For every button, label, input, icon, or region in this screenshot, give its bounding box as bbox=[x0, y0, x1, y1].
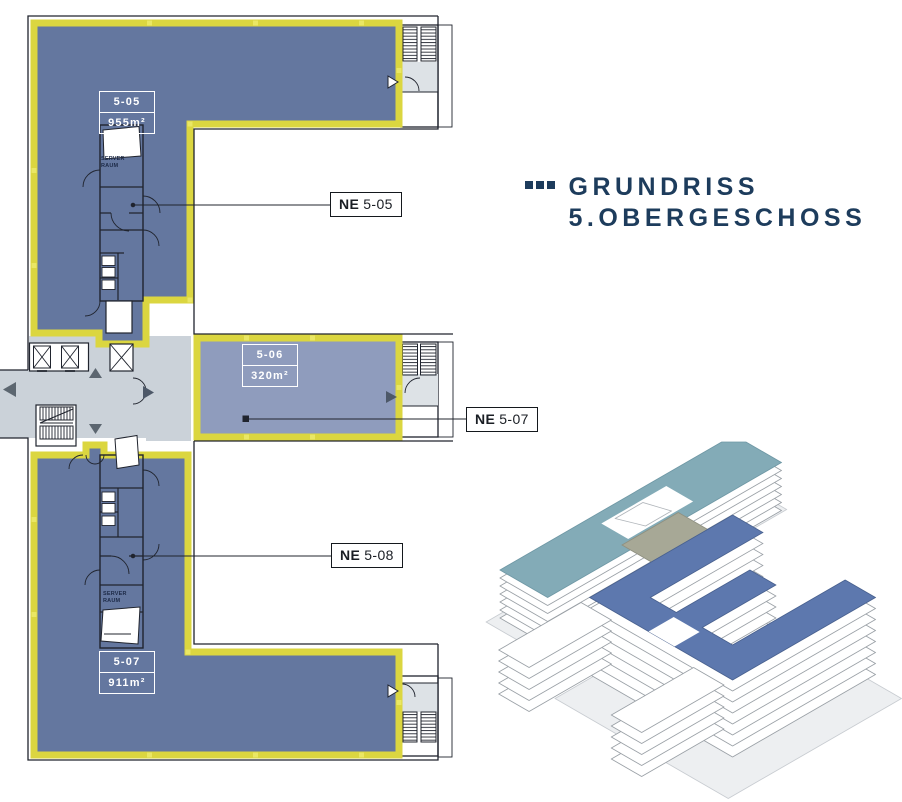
vestibule bbox=[105, 300, 133, 334]
arrow-right-icon bbox=[386, 391, 397, 403]
staircase-core-middle bbox=[400, 341, 454, 438]
door-leaf bbox=[114, 434, 140, 470]
arrow-left-icon bbox=[3, 382, 16, 397]
unit-area: 911m² bbox=[100, 672, 154, 693]
central-staircase bbox=[35, 404, 77, 447]
title-squares-icon bbox=[525, 181, 555, 189]
door-arc bbox=[404, 76, 420, 92]
wc-fixture bbox=[101, 491, 116, 502]
door-arcs bbox=[82, 169, 161, 317]
unit-id: 5-05 bbox=[113, 96, 141, 108]
arrow-down-icon bbox=[89, 424, 102, 434]
iso-roof-penthouse bbox=[614, 502, 673, 527]
arrow-right-outline-icon bbox=[387, 75, 399, 89]
elevator-single bbox=[109, 343, 134, 372]
door-arc bbox=[404, 377, 421, 394]
unit-id: 5-07 bbox=[113, 656, 141, 668]
arrow-right-outline-icon bbox=[387, 684, 399, 698]
arrow-up-icon bbox=[89, 368, 102, 378]
staircase-core-bottom bbox=[400, 675, 453, 758]
unit-5-07-area bbox=[30, 441, 403, 759]
page-title: GRUNDRISS 5.OBERGESCHOSS bbox=[525, 172, 866, 234]
isometric-building-diagram bbox=[485, 441, 902, 799]
rooms-column-top bbox=[82, 124, 161, 334]
unit-label-5-06: 5-06 320m² bbox=[242, 344, 298, 387]
direction-arrows bbox=[3, 75, 399, 698]
arrow-right-icon bbox=[143, 386, 154, 399]
iso-wing-front-right bbox=[610, 667, 725, 733]
unit-area: 320m² bbox=[243, 365, 297, 386]
projection-screen bbox=[102, 125, 142, 160]
door-arc bbox=[401, 683, 416, 698]
wc-fixture bbox=[101, 279, 116, 290]
wc-fixture bbox=[101, 515, 116, 526]
unit-area: 955m² bbox=[100, 112, 154, 133]
staircase-core-top bbox=[400, 24, 453, 128]
rooms-column-bottom bbox=[68, 377, 160, 649]
title-line2: 5.OBERGESCHOSS bbox=[568, 204, 867, 232]
iso-core-gap bbox=[648, 617, 700, 647]
unit-label-5-07: 5-07 911m² bbox=[99, 651, 155, 694]
envelope-walls bbox=[0, 15, 453, 761]
unit-5-06-area bbox=[193, 334, 403, 441]
title-line1: GRUNDRISS bbox=[568, 173, 760, 201]
wc-fixture bbox=[101, 503, 116, 514]
unit-label-5-05: 5-05 955m² bbox=[99, 91, 155, 134]
server-room-label-top: SERVER RAUM bbox=[101, 156, 125, 169]
callout-leaders bbox=[130, 202, 466, 559]
wc-fixture bbox=[101, 267, 116, 278]
elevator-bank bbox=[28, 342, 90, 372]
unit-5-05-area bbox=[30, 19, 403, 348]
unit-id: 5-06 bbox=[256, 349, 284, 361]
iso-wing-front-left bbox=[498, 602, 612, 668]
floor-plan bbox=[0, 15, 466, 761]
wc-fixture bbox=[101, 255, 116, 266]
projection-screen bbox=[100, 606, 141, 645]
server-room-label-bottom: SERVER RAUM bbox=[103, 591, 127, 604]
boundary-markers bbox=[31, 20, 402, 758]
